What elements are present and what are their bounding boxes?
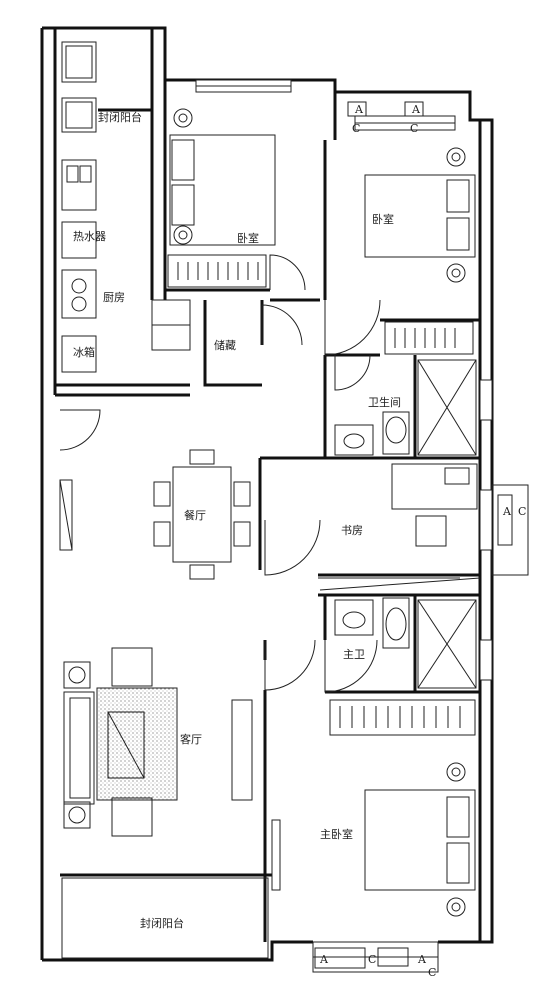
ac-marker-right: A C [491,484,529,576]
bed-bedroom-1 [169,108,276,246]
svg-text:A: A [354,103,364,116]
master-bath-fixtures [334,597,477,689]
ac-marker-bottom: A C A C [314,947,436,979]
ac-marker-top-right: A C [404,101,424,135]
dining-table [153,449,251,580]
room-label-study: 书房 [341,524,363,537]
bathroom-fixtures [334,359,477,456]
room-label-balcony-top: 封闭阳台 [98,110,142,124]
appliance-label-b: 冰箱 [73,345,95,359]
wardrobe-bedroom-1 [167,254,267,288]
svg-text:C: C [410,122,418,135]
windows [59,79,493,973]
living-room-set [63,647,178,837]
fridge [151,299,191,351]
interior-walls [55,28,480,942]
outer-walls [40,26,494,962]
svg-text:A: A [411,103,421,116]
bed-bedroom-2 [364,147,476,283]
room-label-dining: 餐厅 [184,508,206,522]
room-label-kitchen: 厨房 [103,291,125,304]
svg-text:A: A [319,953,329,966]
room-label-bedroom-1: 卧室 [237,231,259,245]
appliance-label-a: 热水器 [73,230,106,243]
svg-text:C: C [352,122,360,135]
room-label-bathroom: 卫生间 [368,395,401,409]
room-label-bedroom-2: 卧室 [372,212,394,226]
washing-machine [61,41,97,83]
wardrobe-master [329,699,476,736]
svg-text:C: C [368,953,376,966]
doors [59,254,481,693]
wardrobe-bedroom-2 [384,321,474,355]
sink-unit [61,97,97,133]
kitchen-counter [61,159,97,373]
svg-text:C: C [428,966,436,979]
svg-text:A: A [417,953,427,966]
svg-text:A: A [502,505,512,518]
balcony-outline [61,877,269,959]
room-label-master-bath: 主卫 [343,648,365,661]
room-label-balcony-bottom: 封闭阳台 [140,916,184,930]
study-desk [391,463,478,547]
room-label-master-bedroom: 主卧室 [320,827,353,841]
svg-text:C: C [518,505,526,518]
bed-master [364,762,476,917]
ac-marker-top-left: A C [347,101,367,135]
room-label-living: 客厅 [180,732,202,746]
room-label-storage: 储藏 [214,338,236,352]
